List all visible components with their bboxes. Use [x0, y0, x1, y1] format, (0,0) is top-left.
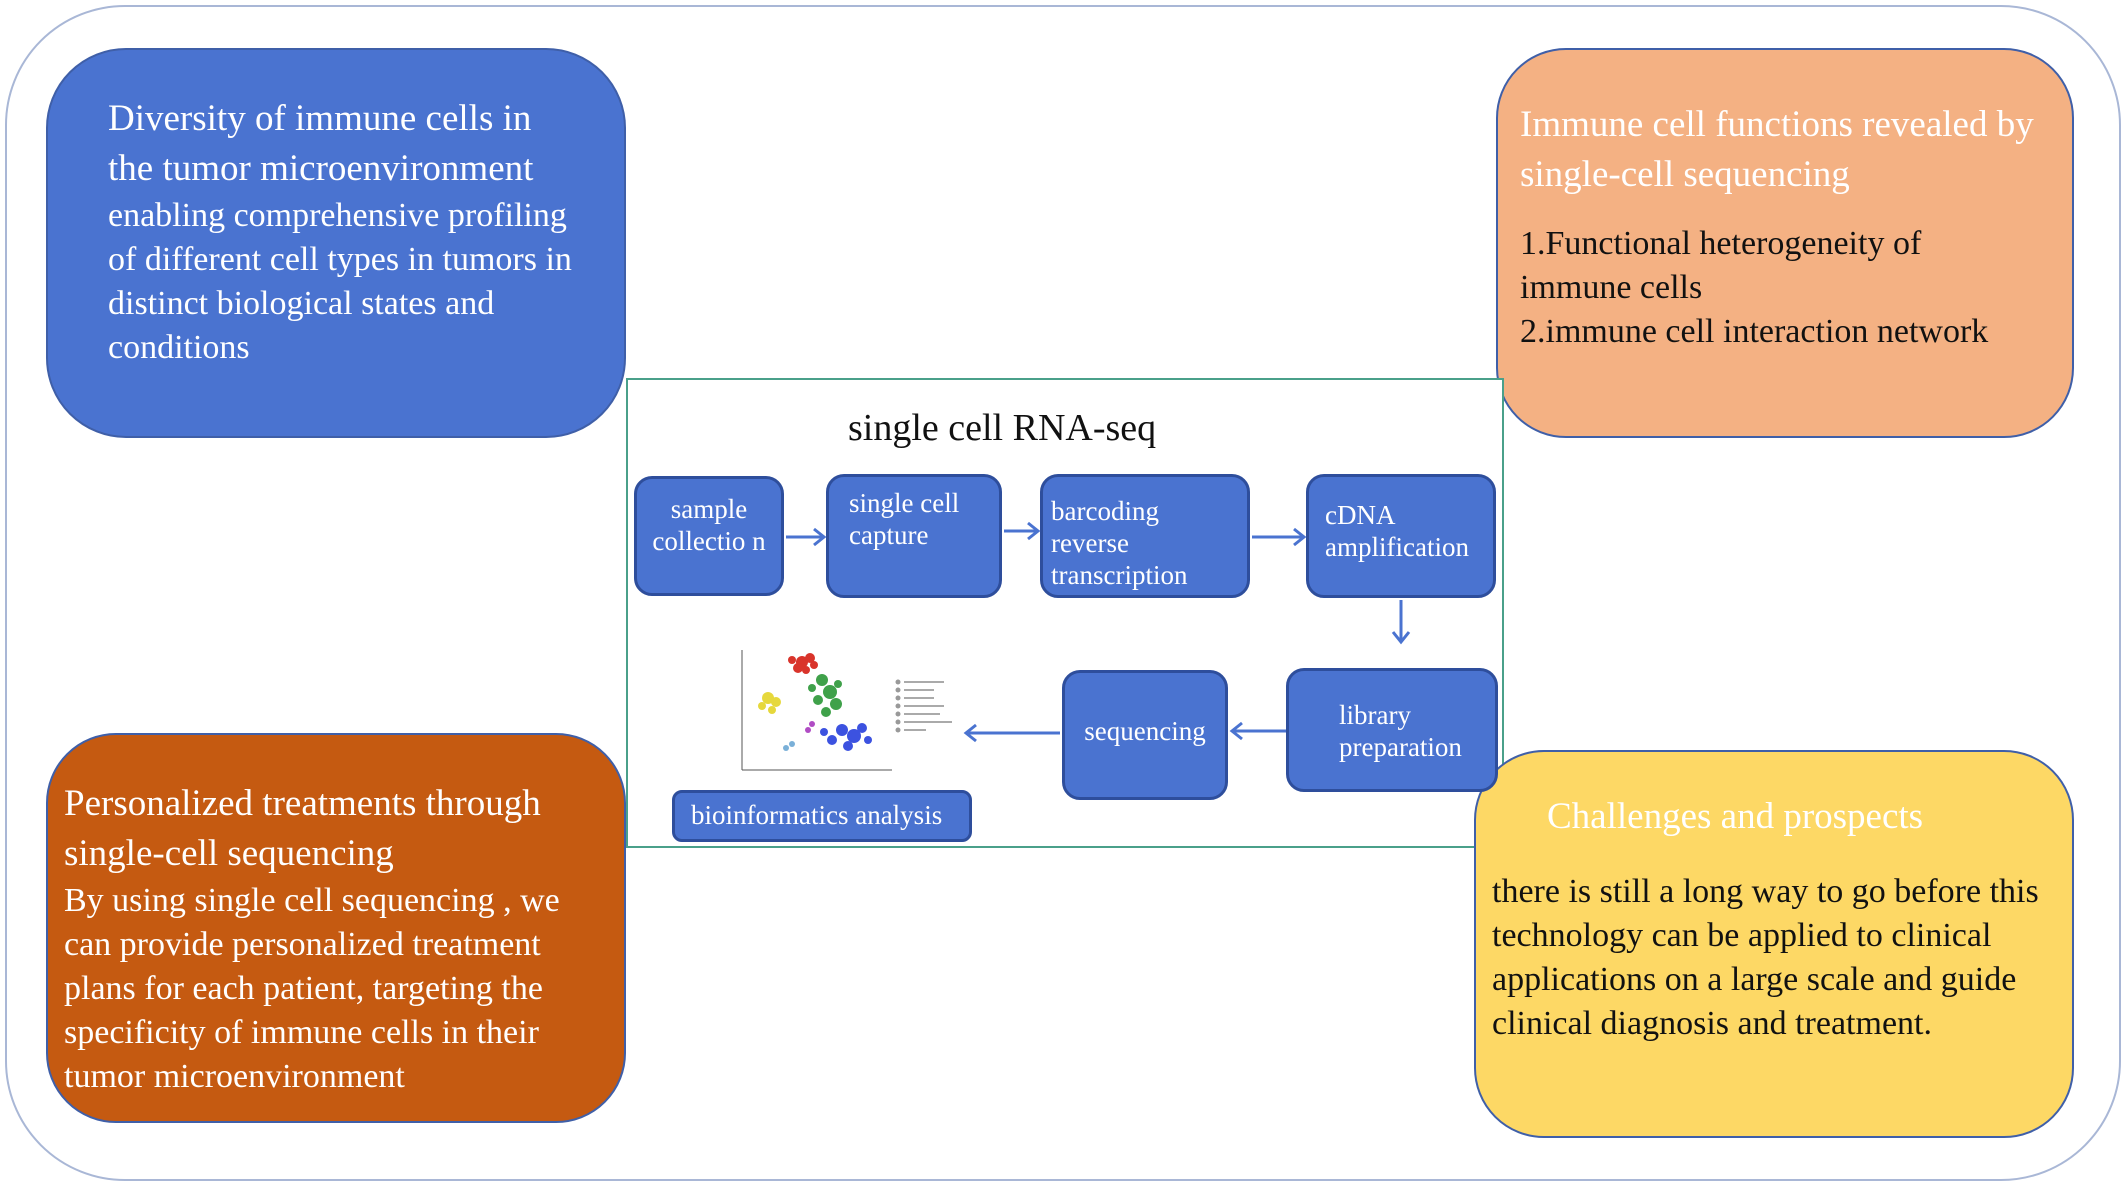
step-library-preparation: library preparation [1286, 668, 1498, 792]
step-barcoding: barcoding reverse transcription [1040, 474, 1250, 598]
step-single-cell-capture: single cell capture [826, 474, 1002, 598]
card-functions-item-2: 2.immune cell interaction network [1520, 313, 1989, 350]
step-sequencing-label: sequencing [1084, 716, 1206, 746]
step-barcoding-label: barcoding reverse transcription [1051, 496, 1188, 590]
arrow-sample-to-capture [786, 527, 827, 547]
card-challenges-body: there is still a long way to go before t… [1492, 873, 2039, 1042]
step-sample-collection-label: sample collectio n [652, 494, 766, 556]
step-sequencing: sequencing [1062, 670, 1228, 800]
step-cdna-amplification: cDNA amplification [1306, 474, 1496, 598]
step-library-preparation-label: library preparation [1339, 700, 1462, 762]
arrow-sequencing-to-analysis [963, 723, 1060, 743]
arrow-barcoding-to-cdna [1252, 527, 1307, 547]
card-functions-body: 1.Functional heterogeneity of immune cel… [1520, 222, 2036, 354]
card-personalized-title: Personalized treatments through single-c… [64, 783, 541, 874]
card-functions-title: Immune cell functions revealed by single… [1520, 104, 2034, 195]
step-sample-collection: sample collectio n [634, 476, 784, 596]
step-single-cell-capture-label: single cell capture [849, 488, 960, 550]
card-challenges: Challenges and prospects there is still … [1474, 750, 2074, 1138]
card-functions-item-1: 1.Functional heterogeneity of immune cel… [1520, 225, 1922, 306]
card-diversity: Diversity of immune cells in the tumor m… [46, 48, 626, 438]
card-diversity-body: enabling comprehensive profiling of diff… [108, 197, 572, 366]
card-diversity-title: Diversity of immune cells in the tumor m… [108, 98, 534, 189]
step-bioinformatics-analysis: bioinformatics analysis [672, 790, 972, 842]
card-challenges-title: Challenges and prospects [1547, 796, 1924, 837]
outer-frame [5, 5, 2121, 1181]
step-bioinformatics-analysis-label: bioinformatics analysis [691, 800, 943, 830]
umap-plot-thumbnail [741, 650, 952, 771]
card-personalized: Personalized treatments through single-c… [46, 733, 626, 1123]
card-personalized-body: By using single cell sequencing , we can… [64, 882, 560, 1095]
workflow-title: single cell RNA-seq [848, 407, 1157, 449]
arrow-capture-to-barcoding [1004, 521, 1041, 541]
arrow-cdna-to-library [1391, 600, 1411, 645]
arrow-library-to-sequencing [1229, 721, 1286, 741]
card-functions: Immune cell functions revealed by single… [1496, 48, 2074, 438]
step-cdna-amplification-label: cDNA amplification [1325, 500, 1469, 562]
